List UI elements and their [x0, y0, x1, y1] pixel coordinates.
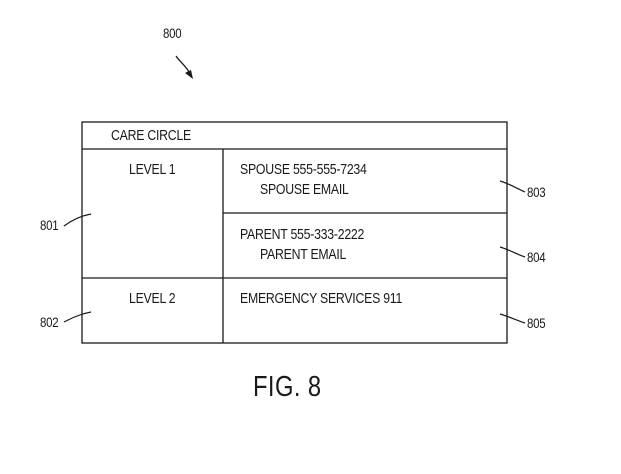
arrow-800: [175, 55, 190, 73]
leader-801: [63, 213, 92, 227]
contact-parent-email: PARENT EMAIL: [260, 246, 347, 263]
care-circle-header: CARE CIRCLE: [111, 127, 192, 144]
figure-caption: FIG. 8: [253, 371, 322, 403]
ref-number-803: 803: [527, 184, 546, 200]
arrowhead-800: [185, 70, 193, 79]
ref-number-800: 800: [163, 25, 182, 41]
ref-number-805: 805: [527, 315, 546, 331]
table-border: [81, 121, 508, 344]
contact-spouse-email: SPOUSE EMAIL: [260, 181, 349, 198]
level-1-label: LEVEL 1: [129, 161, 176, 178]
ref-number-801: 801: [40, 217, 59, 233]
level-2-label: LEVEL 2: [129, 290, 176, 307]
leader-805: [499, 313, 526, 324]
ref-number-802: 802: [40, 314, 59, 330]
ref-number-804: 804: [527, 249, 546, 265]
leader-804: [499, 246, 526, 258]
leader-803: [499, 180, 526, 193]
contact-emergency-services: EMERGENCY SERVICES 911: [240, 290, 403, 307]
contact-spouse-phone: SPOUSE 555-555-7234: [240, 161, 367, 178]
contact-parent-phone: PARENT 555-333-2222: [240, 226, 365, 243]
leader-802: [63, 311, 92, 323]
